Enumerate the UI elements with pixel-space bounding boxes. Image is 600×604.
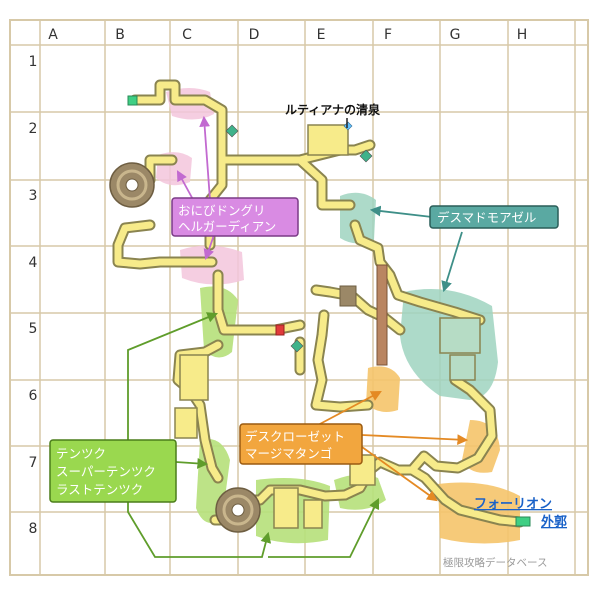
room-c6 (179, 354, 209, 401)
col-label-c: C (182, 27, 192, 43)
callout-green: テンツク スーパーテンツク ラストテンツク (49, 439, 177, 503)
col-label-d: D (249, 27, 260, 43)
callout-purple: おにびドングリ ヘルガーディアン (171, 197, 299, 237)
foreline-link-line-1[interactable]: フォーリオン (474, 497, 552, 512)
room-d8 (273, 487, 299, 529)
row-labels: 1 2 3 4 5 6 7 8 (29, 54, 38, 537)
callout-teal-line-1: デスマドモアゼル (437, 210, 536, 225)
foreline-link-line-2[interactable]: 外郭 (540, 514, 567, 530)
spring-room (307, 124, 349, 156)
crystal-icon (359, 149, 373, 163)
col-label-h: H (517, 27, 528, 43)
room-g6 (449, 354, 476, 381)
col-label-f: F (384, 27, 392, 43)
long-bridge (376, 264, 388, 366)
watermark: 極限攻略データベース (443, 556, 547, 569)
stair-block (339, 285, 357, 307)
col-label-a: A (48, 27, 58, 43)
row-label-4: 4 (29, 255, 38, 271)
row-label-6: 6 (29, 388, 38, 404)
spring-label: ルティアナの清泉 (285, 102, 381, 117)
foreline-link[interactable]: フォーリオン 外郭 (474, 497, 567, 530)
callout-orange-line-1: デスクローゼット (245, 429, 345, 444)
room-g5 (439, 317, 481, 354)
col-label-b: B (115, 27, 125, 43)
row-label-1: 1 (29, 54, 38, 70)
entrance-marker-icon (127, 95, 138, 106)
crystal-icon (290, 339, 304, 353)
wheel-room-b3 (109, 162, 155, 208)
row-label-2: 2 (29, 121, 38, 137)
map-markers (127, 95, 531, 527)
spring-icon (343, 121, 353, 131)
callout-teal: デスマドモアゼル (429, 205, 559, 229)
col-label-e: E (317, 27, 326, 43)
callout-orange: デスクローゼット マージマタンゴ (239, 423, 363, 465)
callout-green-line-1: テンツク (56, 446, 106, 461)
door-marker-icon (275, 324, 285, 336)
row-label-7: 7 (29, 455, 38, 471)
row-label-5: 5 (29, 321, 38, 337)
row-label-3: 3 (29, 188, 38, 204)
callout-green-line-3: ラストテンツク (56, 482, 143, 497)
wheel-room-c8 (215, 487, 261, 533)
rooms (174, 124, 481, 529)
callout-orange-line-2: マージマタンゴ (245, 446, 332, 461)
callout-purple-line-2: ヘルガーディアン (178, 219, 276, 234)
row-label-8: 8 (29, 521, 38, 537)
room-e8 (303, 499, 323, 529)
callout-green-line-2: スーパーテンツク (56, 464, 156, 479)
col-label-g: G (450, 27, 461, 43)
room-c7 (174, 407, 198, 439)
crystal-icon (225, 124, 239, 138)
green-arrows (127, 312, 380, 558)
column-labels: A B C D E F G H (48, 27, 527, 43)
teal-arrows (369, 205, 463, 293)
orange-arrows (317, 390, 469, 502)
exit-marker-icon (515, 516, 531, 527)
callout-purple-line-1: おにびドングリ (178, 203, 266, 218)
